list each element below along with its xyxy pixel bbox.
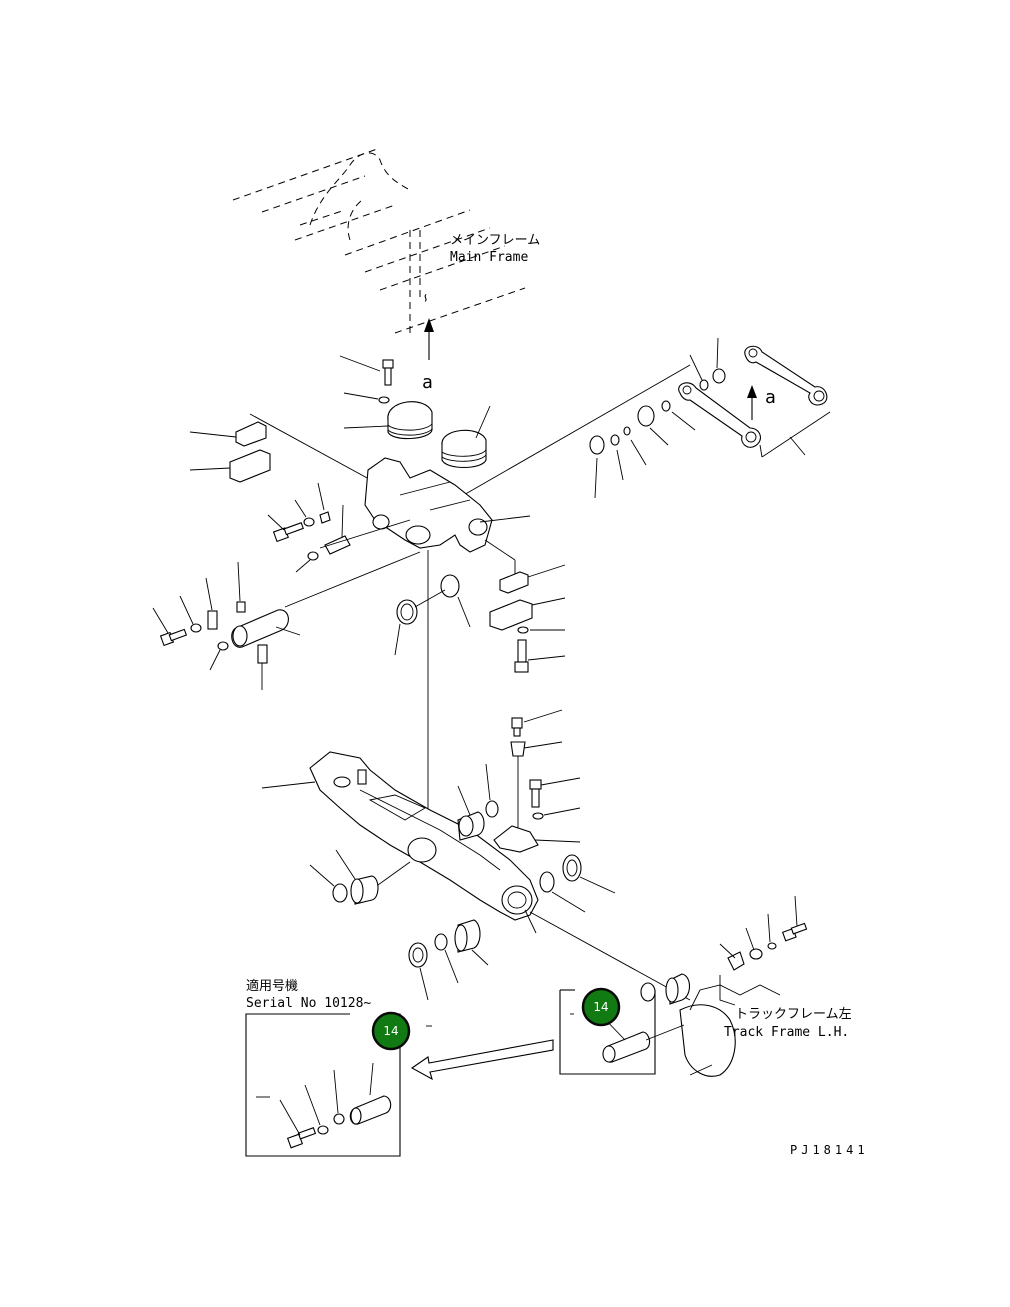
detail-box-left: 適用号機 Serial No 10128~ xyxy=(245,978,401,1157)
main-frame-label: メインフレーム Main Frame xyxy=(450,233,540,265)
arrow-a-top-letter: a xyxy=(422,372,433,393)
callout-14-right[interactable]: 14 xyxy=(581,987,621,1027)
reference-arrow xyxy=(410,1039,554,1081)
arrow-a-top: a xyxy=(422,318,434,393)
arrow-a-right-letter: a xyxy=(765,387,776,408)
bolt-top xyxy=(339,355,394,404)
detail-box-right xyxy=(559,989,685,1075)
callout-14-right-number: 14 xyxy=(593,1000,608,1014)
leader-lines-equalizer xyxy=(479,515,531,523)
pin-large-left xyxy=(152,551,421,690)
bushings-lower-center xyxy=(408,909,537,1001)
drawing-number: PJ18141 xyxy=(790,1143,869,1157)
rubber-mount-left xyxy=(343,401,433,440)
track-frame-label-en: Track Frame L.H. xyxy=(724,1025,849,1040)
serial-label-ja: 適用号機 xyxy=(246,978,298,994)
rubber-mount-right xyxy=(441,405,491,469)
bushings-right-row xyxy=(589,400,696,499)
bushings-lower-left xyxy=(309,849,411,905)
callout-14-left[interactable]: 14 xyxy=(371,1011,411,1051)
track-frame-label-ja: トラックフレーム左 xyxy=(735,1007,852,1022)
serial-label-en: Serial No 10128~ xyxy=(246,996,371,1011)
callout-14-left-number: 14 xyxy=(383,1024,398,1038)
pads-right xyxy=(484,539,566,673)
track-frame-lh: トラックフレーム左 Track Frame L.H. xyxy=(529,895,852,1077)
bushings-center xyxy=(394,550,471,830)
main-frame-label-ja: メインフレーム xyxy=(450,233,540,248)
main-frame-label-en: Main Frame xyxy=(450,250,528,265)
parts-middle-right xyxy=(457,709,616,913)
equalizer-block xyxy=(249,364,691,553)
link-rods xyxy=(678,337,831,458)
arrow-a-right: a xyxy=(747,385,776,420)
pin-assembly-left xyxy=(267,482,411,573)
main-frame-outline: ∽ xyxy=(232,147,526,335)
pads-upper-left xyxy=(189,421,271,483)
svg-text:∽: ∽ xyxy=(418,294,434,302)
pivot-arm xyxy=(261,751,539,921)
